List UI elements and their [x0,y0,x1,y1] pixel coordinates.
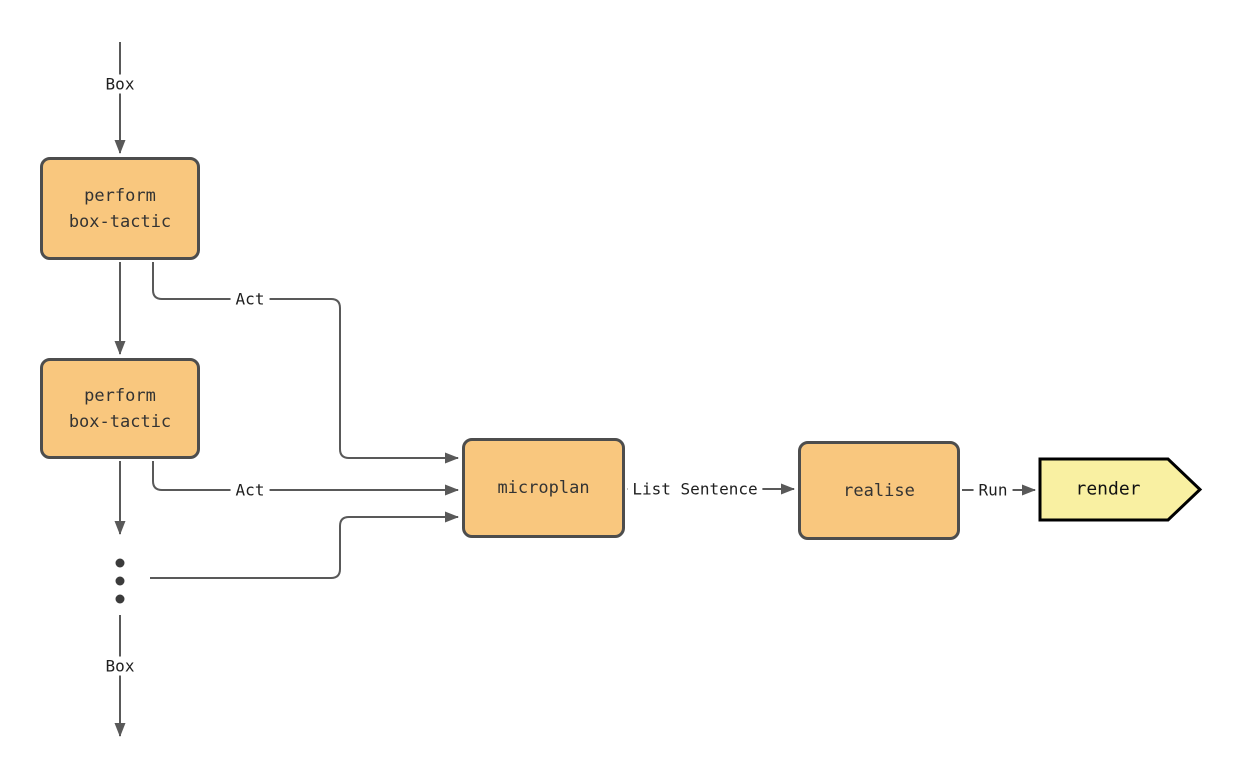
node-realise: realise [798,441,960,540]
edge-act-2 [152,461,459,496]
edge-label-box-in: Box [100,74,140,94]
node-perform-box-tactic-2: perform box-tactic [40,358,200,459]
edge-act-1 [152,262,459,464]
edge-label-box-out: Box [100,656,140,676]
ellipsis-dots [115,558,125,604]
edge-label-list-sentence: List Sentence [627,479,763,499]
edge-label-run: Run [973,480,1013,500]
node-microplan: microplan [462,438,625,538]
node-perform-box-tactic-1: perform box-tactic [40,157,200,260]
node-render-label: render [1075,478,1141,500]
render-node-shape [1038,457,1203,522]
edge-ellipsis-to-microplan [150,511,459,579]
edge-label-act-1: Act [230,289,270,309]
edge-label-act-2: Act [230,480,270,500]
